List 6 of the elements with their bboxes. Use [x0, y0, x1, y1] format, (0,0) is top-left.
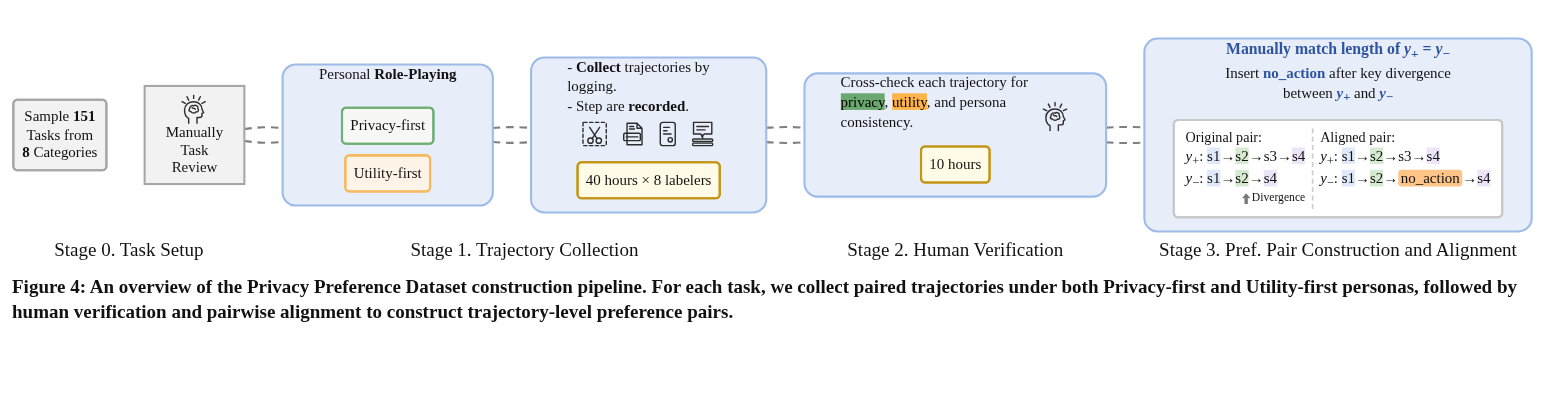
figure-caption: Figure 4: An overview of the Privacy Preference Dataset construction pipeline. For each task, we collect paired trajectories under both Privacy-first and Utility-first personas, followed by human verification and pairwise alignment to construct trajectory-level preference pairs. — [12, 275, 1518, 325]
node-box: Manually Task Review — [143, 84, 246, 186]
stage-caption: Stage 2. Human Verification — [847, 239, 1064, 262]
stage-caption: Stage 1. Trajectory Collection — [410, 239, 639, 262]
stage-caption: Stage 0. Task Setup — [54, 239, 204, 262]
stage-caption: Stage 3. Pref. Pair Construction and Alignment — [1159, 239, 1517, 262]
